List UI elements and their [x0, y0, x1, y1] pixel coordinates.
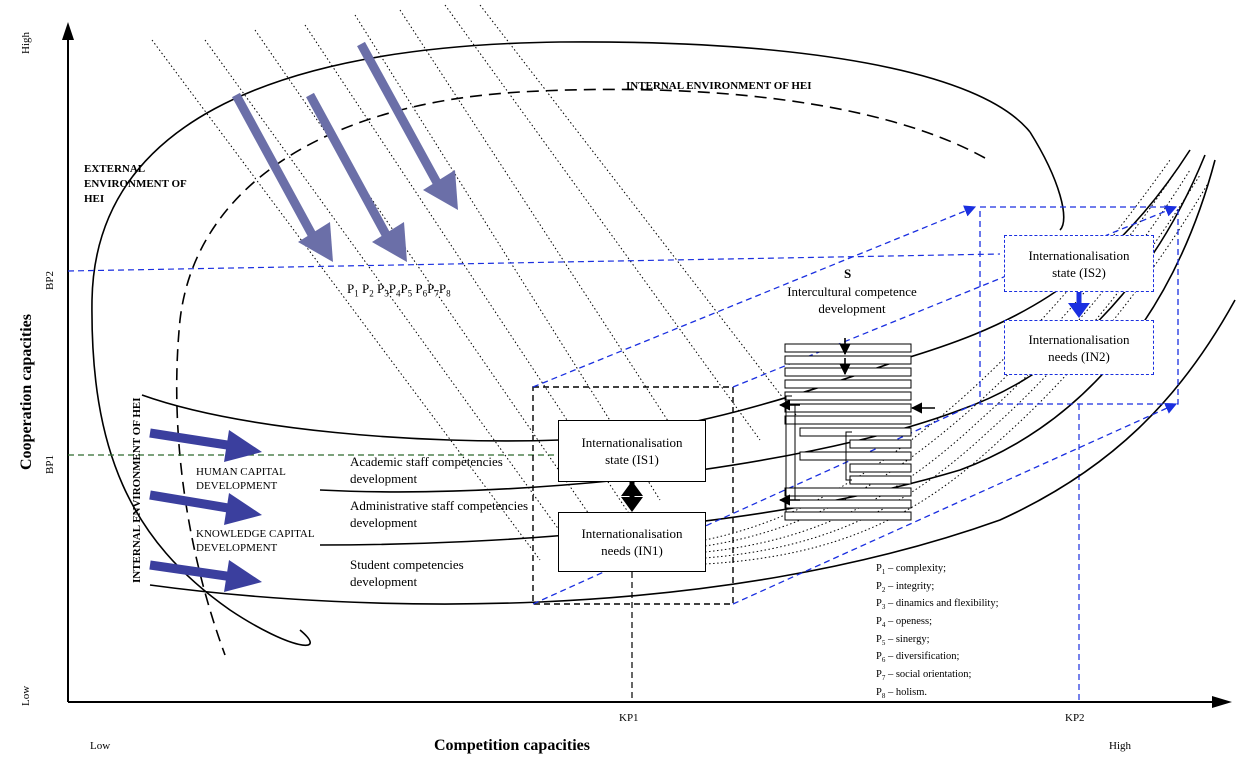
outer-ellipse [91, 41, 1031, 647]
axes [62, 22, 1232, 708]
principle-p2: P2 [361, 281, 374, 299]
x-high-label: High [1109, 740, 1131, 752]
y-high-label: High [20, 32, 32, 54]
principle-p4: P4 [388, 281, 401, 299]
principles-legend: P1 – complexity; P2 – integrity; P3 – di… [876, 562, 999, 704]
x-axis-title: Competition capacities [434, 737, 590, 754]
principle-p6: P6 [415, 281, 428, 299]
x-tick-kp2: KP2 [1065, 712, 1085, 724]
external-arrowheads [298, 170, 458, 262]
principle-p3: P3 [376, 281, 389, 299]
knowledge-capital-label: KNOWLEDGE CAPITAL DEVELOPMENT [196, 528, 315, 554]
principles-list: P1 P2 P3P4P5 P6P7P8 [347, 281, 451, 299]
x-axis-arrowhead [1212, 696, 1232, 708]
academic-competencies-label: Academic staff competencies development [350, 454, 503, 486]
dotted-influence-lines [151, 4, 801, 561]
s-label: S [844, 266, 852, 281]
principle-p8: P8 [438, 281, 451, 299]
legend-item: P6 – diversification; [876, 651, 960, 665]
outer-ellipse-arc2 [1029, 131, 1065, 231]
legend-item: P3 – dinamics and flexibility; [876, 598, 999, 612]
principle-p1: P1 [347, 281, 359, 299]
is-in-arrows [621, 292, 1090, 512]
bp2-guide [67, 253, 1001, 272]
is1-region [532, 386, 734, 605]
legend-item: P4 – openess; [876, 616, 933, 630]
internationalisation-state-is1: Internationalisation state (IS1) [558, 420, 706, 482]
internal-arrows [149, 428, 241, 583]
internationalisation-needs-in1: Internationalisation needs (IN1) [558, 512, 706, 572]
internationalisation-needs-in2: Internationalisation needs (IN2) [1004, 320, 1154, 375]
principle-p7: P7 [427, 281, 439, 299]
external-influence-arrows [232, 41, 445, 245]
y-tick-bp2: BP2 [44, 271, 56, 290]
legend-item: P8 – holism. [876, 686, 928, 700]
legend-item: P5 – sinergy; [876, 633, 930, 647]
intercultural-competence-label: Intercultural competence development [787, 284, 917, 316]
internal-environment-vertical-label: INTERNAL ENVIRONMENT OF HEI [131, 397, 143, 583]
x-tick-kp1: KP1 [619, 712, 639, 724]
is1-text: Internationalisation state (IS1) [581, 435, 683, 467]
in2-text: Internationalisation needs (IN2) [1028, 331, 1130, 364]
y-axis-arrowhead [62, 22, 74, 40]
student-competencies-label: Student competencies development [350, 557, 464, 589]
internal-arrowheads [224, 430, 262, 592]
principle-p5: P5 [400, 281, 413, 299]
legend-item: P1 – complexity; [876, 563, 947, 577]
human-capital-label: HUMAN CAPITAL DEVELOPMENT [196, 466, 286, 492]
s-arrows [778, 338, 935, 506]
legend-item: P7 – social orientation; [876, 669, 972, 683]
legend-item: P2 – integrity; [876, 580, 935, 594]
y-tick-bp1: BP1 [44, 455, 56, 474]
y-axis-title: Cooperation capacities [18, 314, 35, 470]
external-environment-label: EXTERNAL ENVIRONMENT OF HEI [84, 163, 187, 205]
y-low-label: Low [20, 685, 32, 706]
internal-environment-top-label: INTERNAL ENVIRONMENT OF HEI [626, 80, 812, 92]
is2-text: Internationalisation state (IS2) [1028, 247, 1130, 280]
in1-text: Internationalisation needs (IN1) [581, 526, 683, 558]
internationalisation-state-is2: Internationalisation state (IS2) [1004, 235, 1154, 292]
administrative-competencies-label: Administrative staff competencies develo… [350, 498, 529, 530]
x-low-label: Low [90, 740, 111, 752]
